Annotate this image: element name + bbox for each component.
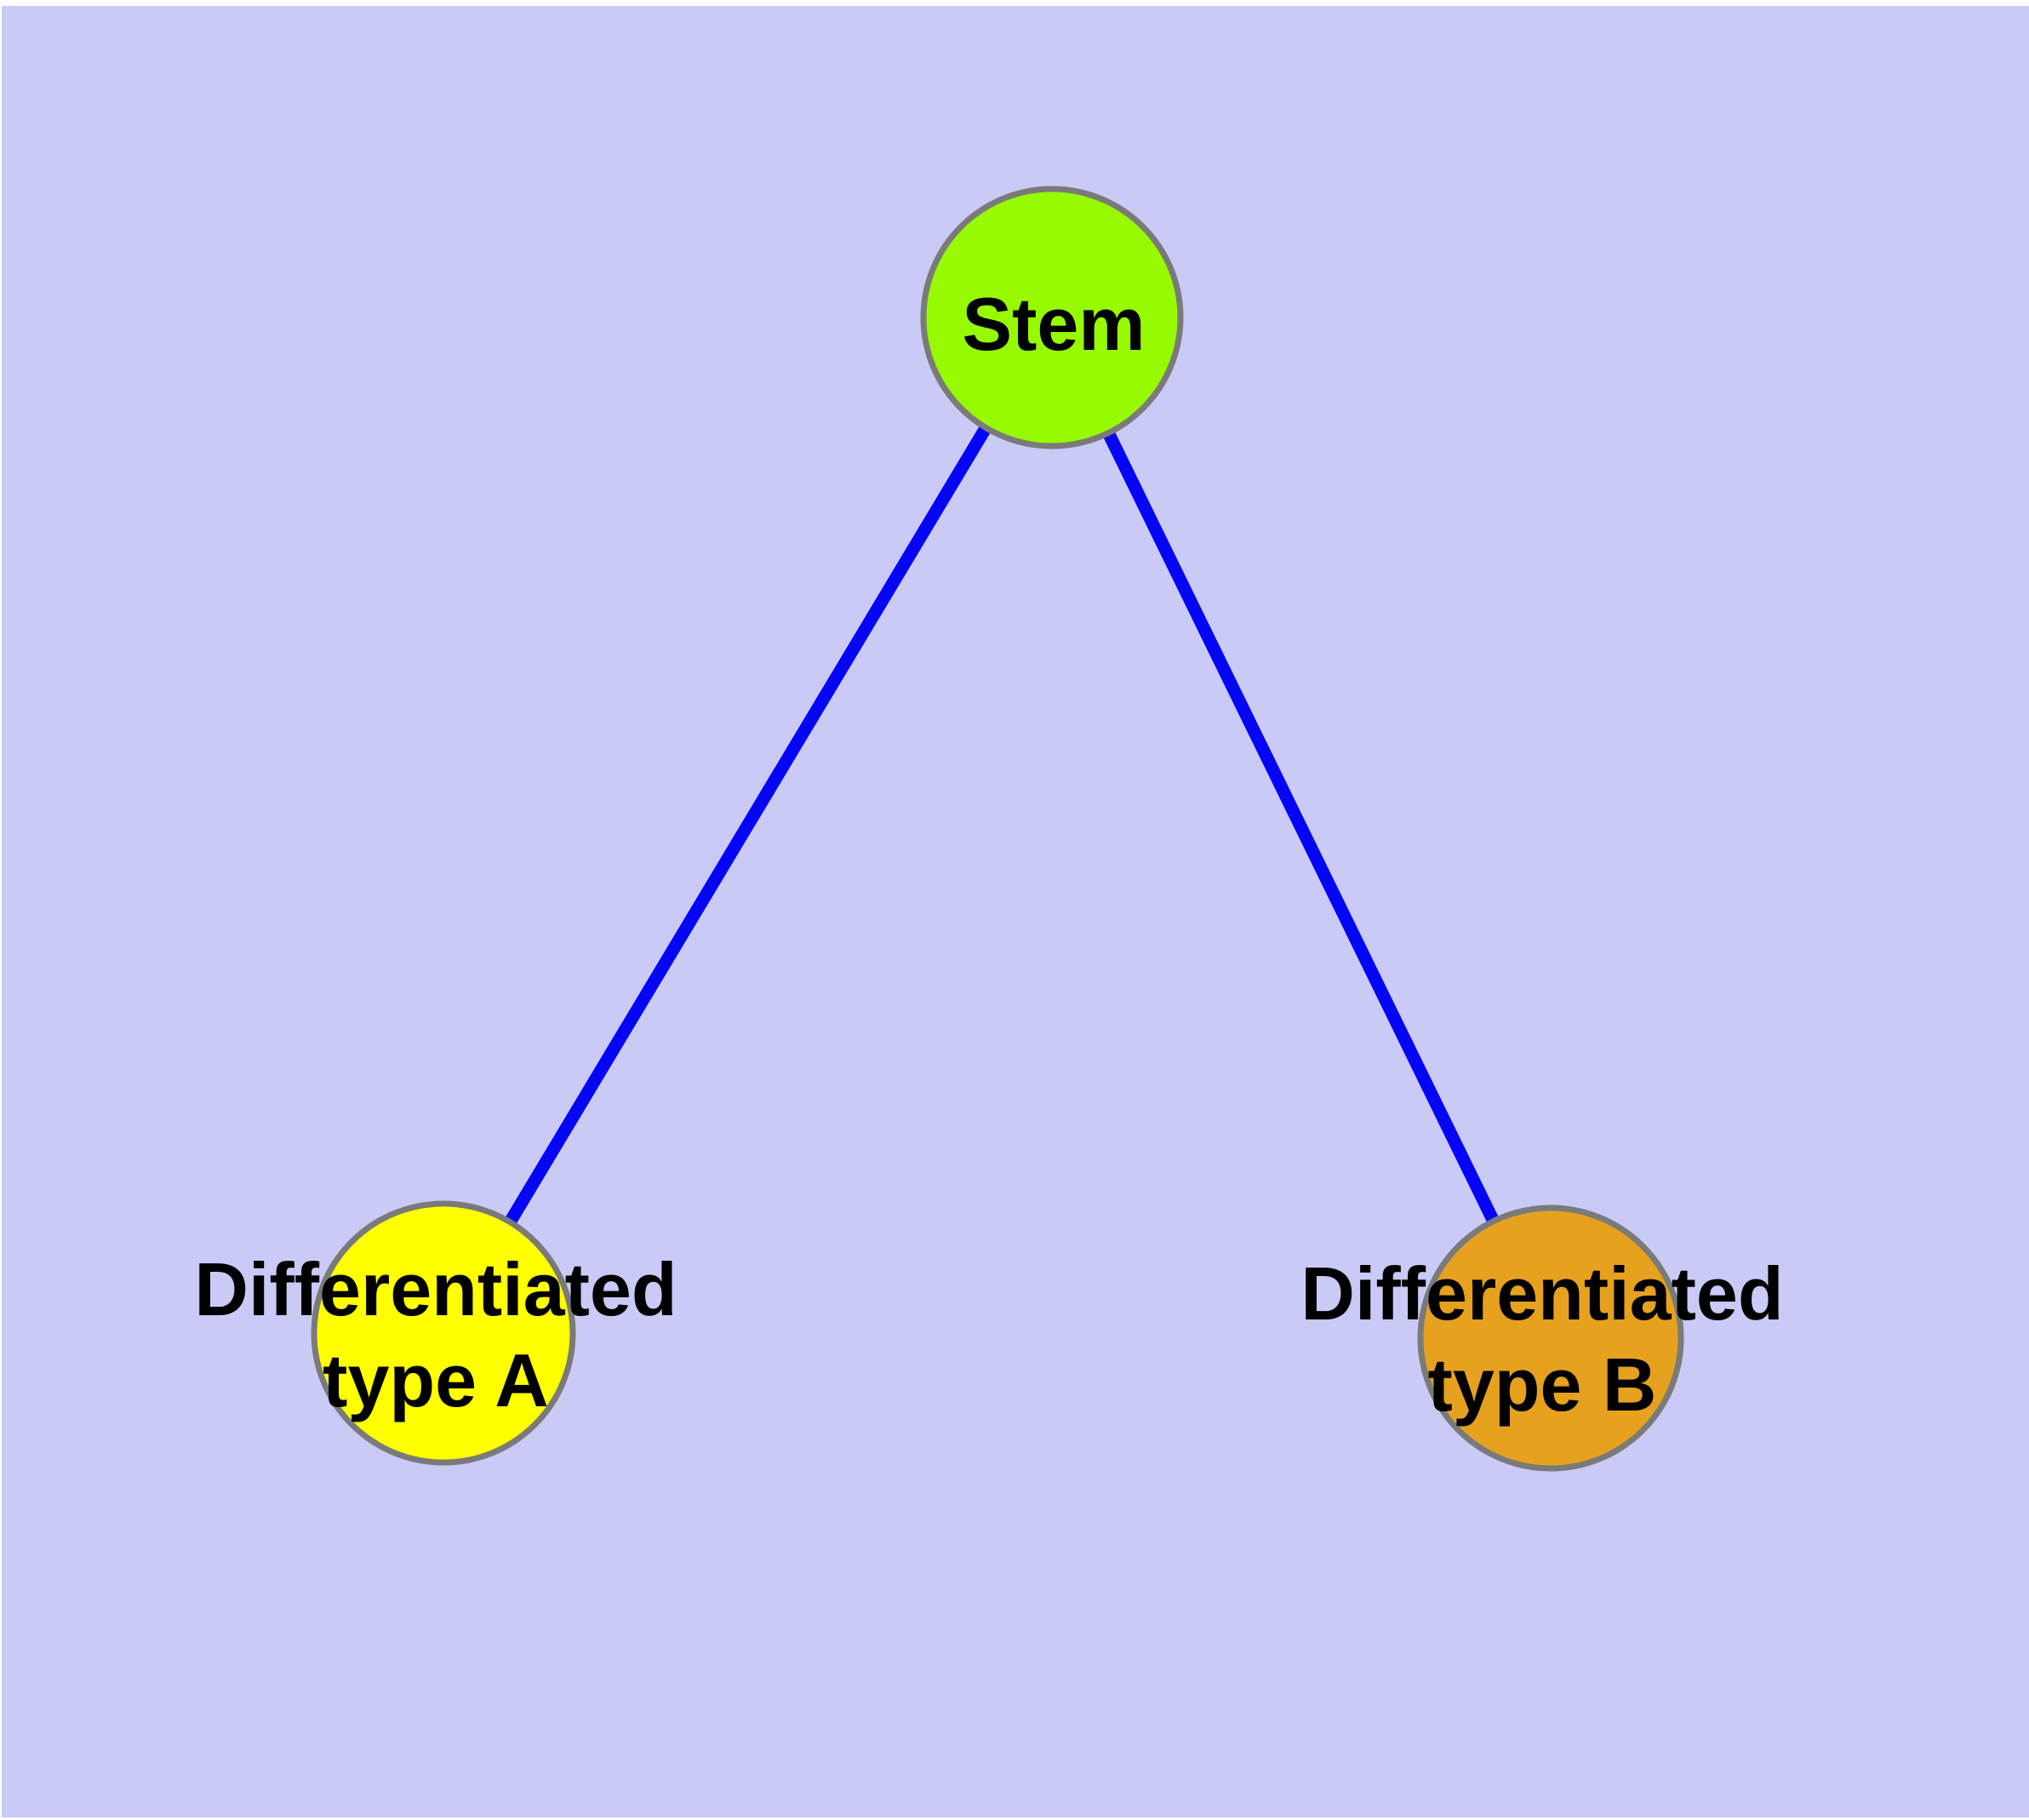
node-stem-label: Stem (962, 282, 1145, 366)
node-differentiated-type-a-label-line2: type A (323, 1338, 549, 1422)
node-differentiated-type-b-label-line2: type B (1428, 1342, 1657, 1427)
edge-stem-to-type-b (1046, 314, 1557, 1342)
edge-stem-to-type-a (437, 314, 1058, 1336)
node-differentiated-type-b-circle (1417, 1205, 1684, 1472)
node-stem-circle (920, 186, 1184, 449)
node-differentiated-type-a-circle (311, 1200, 576, 1466)
node-differentiated-type-b-label-line1: Differentiated (1300, 1251, 1783, 1336)
node-differentiated-type-a-label-line1: Differentiated (194, 1247, 677, 1331)
